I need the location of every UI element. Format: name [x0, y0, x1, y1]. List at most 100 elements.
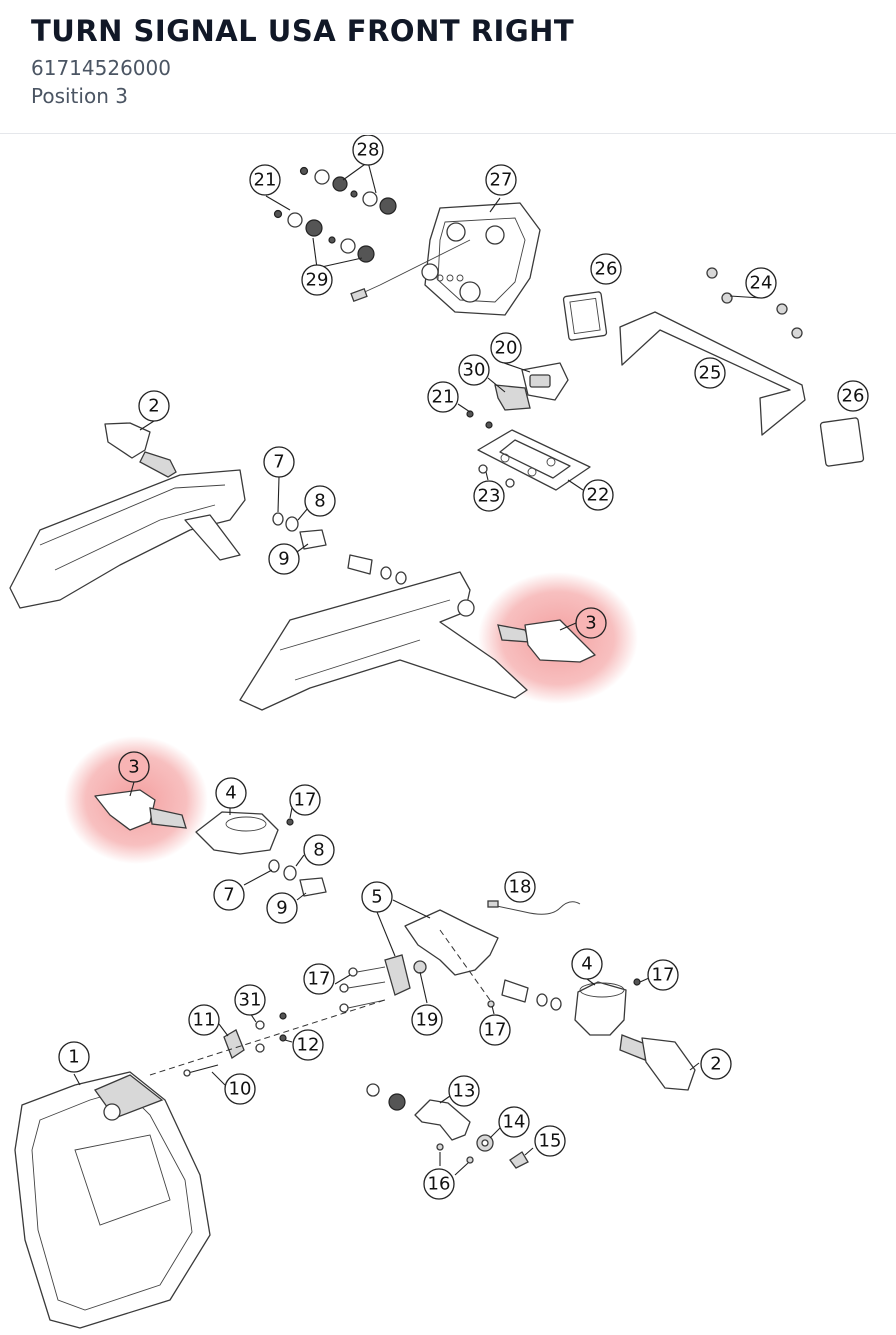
callout-c29[interactable]: 29 — [301, 264, 333, 296]
callout-label: 18 — [509, 877, 532, 898]
callout-c5[interactable]: 5 — [361, 881, 393, 913]
callout-c15[interactable]: 15 — [534, 1125, 566, 1157]
callout-label: 25 — [699, 363, 722, 384]
callout-c28[interactable]: 28 — [352, 135, 384, 166]
callout-label: 1 — [68, 1047, 79, 1068]
callout-label: 20 — [495, 338, 518, 359]
callout-label: 3 — [585, 613, 596, 634]
hardware-group-top — [273, 161, 397, 269]
bracket-13 — [414, 1099, 471, 1141]
exploded-parts-diagram: 28 21 27 29 26 24 20 30 25 21 26 2 7 8 9… — [0, 135, 896, 1335]
callout-c26b[interactable]: 26 — [837, 380, 869, 412]
reflector-upper — [562, 291, 608, 341]
part-position: Position 3 — [31, 84, 128, 108]
turn-signal-front-right-highlight-lower — [94, 789, 187, 831]
callout-label: 28 — [357, 140, 380, 161]
callout-c10[interactable]: 10 — [224, 1073, 256, 1105]
subframe-left — [9, 469, 246, 609]
callout-c30[interactable]: 30 — [458, 354, 490, 386]
callout-c20[interactable]: 20 — [490, 332, 522, 364]
callout-label: 12 — [297, 1035, 320, 1056]
callout-c18[interactable]: 18 — [504, 871, 536, 903]
callout-c21b[interactable]: 21 — [427, 381, 459, 413]
callout-c17d[interactable]: 17 — [479, 1014, 511, 1046]
callout-c9a[interactable]: 9 — [268, 543, 300, 575]
page-title: TURN SIGNAL USA FRONT RIGHT — [31, 14, 575, 48]
callout-c2b[interactable]: 2 — [700, 1048, 732, 1080]
callout-label: 26 — [595, 259, 618, 280]
light-holder-5 — [404, 909, 499, 976]
headlight-mask — [14, 1071, 211, 1329]
callout-label: 16 — [428, 1174, 451, 1195]
reflector-lower — [819, 417, 865, 467]
part-number: 61714526000 — [31, 56, 171, 80]
callout-label: 21 — [432, 387, 455, 408]
page-header: TURN SIGNAL USA FRONT RIGHT 61714526000 … — [0, 0, 896, 134]
callout-label: 26 — [842, 386, 865, 407]
callout-label: 11 — [193, 1010, 216, 1031]
callout-label: 7 — [223, 885, 234, 906]
callout-label: 4 — [225, 783, 236, 804]
callout-label: 8 — [314, 491, 325, 512]
callout-label: 17 — [308, 969, 331, 990]
callout-label: 17 — [294, 790, 317, 811]
callout-label: 7 — [273, 452, 284, 473]
callout-label: 3 — [128, 757, 139, 778]
callout-label: 27 — [490, 170, 513, 191]
callout-label: 8 — [313, 840, 324, 861]
callout-label: 15 — [539, 1131, 562, 1152]
callout-label: 2 — [710, 1054, 721, 1075]
callout-c13[interactable]: 13 — [448, 1075, 480, 1107]
callout-c23[interactable]: 23 — [473, 480, 505, 512]
callout-c27[interactable]: 27 — [485, 164, 517, 196]
turn-signal-front-left — [619, 1034, 696, 1091]
callout-c9b[interactable]: 9 — [266, 892, 298, 924]
callout-c17b[interactable]: 17 — [647, 959, 679, 991]
diagram-svg: 28 21 27 29 26 24 20 30 25 21 26 2 7 8 9… — [9, 135, 869, 1329]
callout-label: 30 — [463, 360, 486, 381]
callout-c24[interactable]: 24 — [745, 267, 777, 299]
callout-c1[interactable]: 1 — [58, 1041, 90, 1073]
callout-c19[interactable]: 19 — [411, 1004, 443, 1036]
callout-c4b[interactable]: 4 — [571, 948, 603, 980]
callout-label: 24 — [750, 273, 773, 294]
callout-c4a[interactable]: 4 — [215, 777, 247, 809]
callout-label: 5 — [371, 887, 382, 908]
turn-signal-front-right-highlight-upper — [497, 619, 596, 663]
callout-c7a[interactable]: 7 — [263, 446, 295, 478]
callout-c16[interactable]: 16 — [423, 1168, 455, 1200]
callout-label: 2 — [148, 396, 159, 417]
callout-c14[interactable]: 14 — [498, 1106, 530, 1138]
signal-mount-lower — [574, 981, 627, 1036]
callout-c3b[interactable]: 3 — [118, 751, 150, 783]
callout-c31[interactable]: 31 — [234, 984, 266, 1016]
callout-c7b[interactable]: 7 — [213, 879, 245, 911]
callout-c17c[interactable]: 17 — [303, 963, 335, 995]
turn-signal-rear-left — [104, 422, 177, 478]
callout-c8b[interactable]: 8 — [303, 834, 335, 866]
cable-18 — [491, 901, 581, 915]
callout-c11[interactable]: 11 — [188, 1004, 220, 1036]
callout-label: 21 — [254, 170, 277, 191]
callout-c25[interactable]: 25 — [694, 357, 726, 389]
callout-c21a[interactable]: 21 — [249, 164, 281, 196]
callout-label: 10 — [229, 1079, 252, 1100]
callout-label: 29 — [306, 270, 329, 291]
callout-c8a[interactable]: 8 — [304, 485, 336, 517]
signal-mount-upper — [195, 811, 279, 855]
callout-label: 14 — [503, 1112, 526, 1133]
callout-label: 17 — [652, 965, 675, 986]
callout-label: 22 — [587, 485, 610, 506]
callout-label: 17 — [484, 1020, 507, 1041]
subframe-right — [239, 571, 528, 711]
bolt-10 — [187, 1064, 219, 1074]
callout-label: 31 — [239, 990, 262, 1011]
callout-c26a[interactable]: 26 — [590, 253, 622, 285]
callout-c17a[interactable]: 17 — [289, 784, 321, 816]
callout-c12[interactable]: 12 — [292, 1029, 324, 1061]
callout-label: 4 — [581, 954, 592, 975]
callout-c3a[interactable]: 3 — [575, 607, 607, 639]
callout-label: 13 — [453, 1081, 476, 1102]
callout-c22[interactable]: 22 — [582, 479, 614, 511]
callout-c2a[interactable]: 2 — [138, 390, 170, 422]
